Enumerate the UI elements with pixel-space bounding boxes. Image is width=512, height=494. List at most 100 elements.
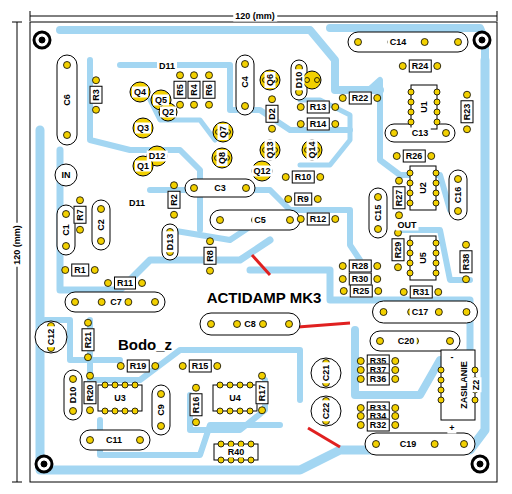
solder-pad (287, 217, 294, 224)
part-label: R8 (204, 247, 217, 265)
capacitor-outline (92, 200, 110, 250)
part-label: C6 (62, 92, 73, 108)
solder-pad (447, 338, 454, 345)
transistor-outline (252, 161, 272, 181)
solder-pad (177, 101, 184, 108)
solder-pad (206, 101, 213, 108)
solder-pad (377, 338, 384, 345)
ic-outline (98, 385, 142, 411)
solder-pad (117, 363, 124, 370)
part-label: R40 (226, 447, 247, 458)
solder-pad (314, 196, 321, 203)
solder-pad (87, 407, 94, 414)
solder-pad (434, 119, 440, 125)
capacitor-outline (57, 205, 75, 255)
solder-pad (206, 72, 213, 79)
solder-pad (464, 91, 471, 98)
solder-pad (357, 367, 364, 374)
solder-pad (87, 437, 94, 444)
part-label: U2 (418, 180, 429, 196)
solder-pad (332, 104, 339, 111)
solder-pad (91, 267, 98, 274)
solder-pad (438, 377, 444, 383)
part-label: C12 (46, 327, 57, 348)
solder-pad (433, 250, 439, 256)
solder-pad (434, 89, 440, 95)
solder-pad (242, 103, 249, 110)
solder-pad (102, 382, 108, 388)
jumper-wires (252, 255, 350, 447)
capacitor-outline (385, 124, 455, 142)
solder-pad (63, 211, 70, 218)
solder-pad (357, 376, 364, 383)
solder-pad (407, 260, 413, 266)
solder-pad (269, 125, 276, 132)
part-label: R26 (403, 150, 426, 163)
solder-pad (77, 226, 84, 233)
solder-pad (399, 63, 406, 70)
transistor-outline (260, 70, 280, 90)
part-label: R19 (127, 360, 150, 373)
part-label: C20 (396, 336, 417, 347)
capacitor-outline (449, 170, 467, 220)
part-label: R14 (307, 118, 330, 131)
solder-pad (374, 263, 381, 270)
solder-pad (193, 419, 200, 426)
solder-pad (217, 408, 223, 414)
solder-pad (407, 190, 413, 196)
part-label: ZASILANIE (459, 359, 470, 411)
part-label: C13 (410, 128, 431, 139)
solder-pad (357, 405, 364, 412)
solder-pad (171, 182, 178, 189)
mounting-hole (34, 32, 50, 48)
solder-pad (285, 196, 292, 203)
solder-pad (217, 217, 224, 224)
solder-pad (77, 197, 84, 204)
mounting-hole (474, 32, 490, 48)
part-label: R17 (256, 382, 269, 405)
part-label: R1 (71, 264, 89, 277)
solder-pad (63, 243, 70, 250)
solder-pad (98, 238, 105, 245)
solder-pad (375, 288, 382, 295)
solder-pad (407, 250, 413, 256)
solder-pad (434, 63, 441, 70)
solder-pad (93, 77, 100, 84)
part-label: Q13 (265, 139, 276, 160)
solder-pad (259, 407, 266, 414)
solder-pad (339, 263, 346, 270)
solder-pad (391, 130, 398, 137)
solder-pad (463, 276, 470, 283)
electrolytic-outline (311, 358, 341, 388)
part-label: R3 (90, 86, 103, 104)
solder-pad (112, 382, 118, 388)
solder-pad (98, 206, 105, 213)
part-label: R12 (307, 213, 330, 226)
solder-pad (218, 441, 224, 447)
part-label: D2 (266, 105, 279, 123)
solder-pad (392, 413, 399, 420)
part-label: R21 (82, 329, 95, 352)
part-label: U4 (227, 393, 243, 404)
capacitor-outline (185, 179, 255, 197)
solder-pad (375, 226, 382, 233)
transistor-outline (302, 140, 322, 160)
part-label: C2 (96, 217, 107, 233)
part-label: U1 (419, 99, 430, 115)
ic-outline (410, 166, 436, 210)
solder-pad (248, 441, 254, 447)
solder-pad (158, 391, 165, 398)
dimension-lines (12, 11, 497, 482)
part-label: - (449, 352, 456, 363)
solder-pad (62, 267, 69, 274)
solder-pad (455, 208, 462, 215)
solder-pad (317, 174, 324, 181)
solder-pad (214, 363, 221, 370)
solder-pad (227, 382, 233, 388)
solder-pad (315, 78, 320, 83)
part-label: 120 (mm) (233, 11, 277, 22)
solder-pad (407, 240, 413, 246)
solder-pad (64, 132, 71, 139)
solder-pad (434, 99, 440, 105)
transistor-outline (213, 122, 233, 142)
